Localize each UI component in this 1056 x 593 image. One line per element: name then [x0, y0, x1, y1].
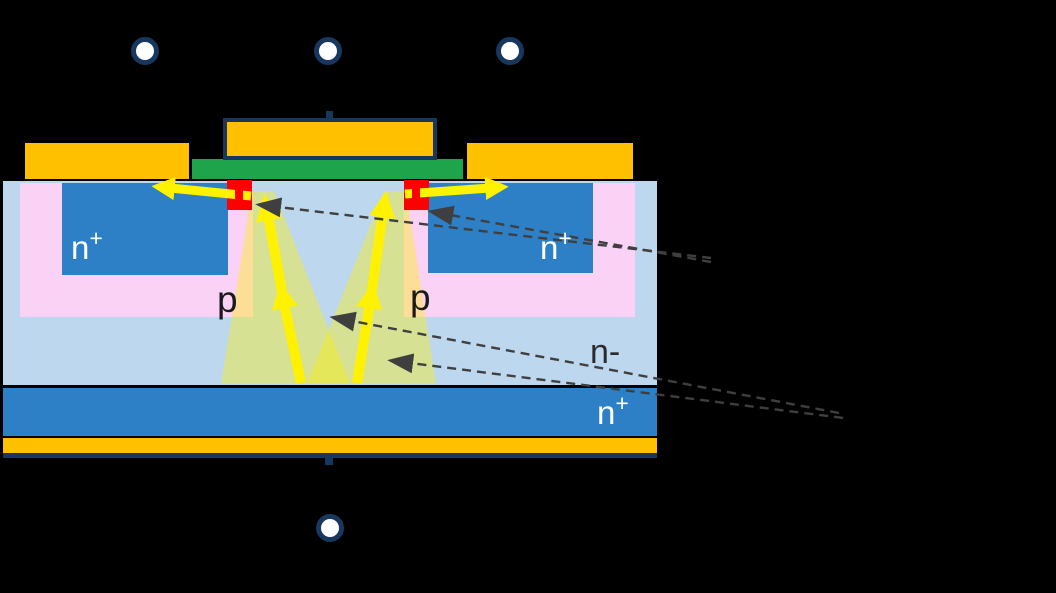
- terminal-dot-top-left: [131, 37, 159, 65]
- gate-lead-stub: [326, 111, 333, 120]
- label-p-well-right: p: [410, 277, 431, 318]
- drain-metal-edge: [3, 453, 657, 460]
- gate-oxide-layer: [192, 159, 463, 179]
- source-metal-left: [25, 143, 189, 179]
- dashed-pointer-hotspot-right: [427, 205, 712, 264]
- dashed-pointer-hotspot-left: [255, 197, 712, 260]
- label-n-plus-source-left: n+: [71, 225, 103, 266]
- source-metal-right: [467, 143, 633, 179]
- label-n-minus-drift: n-: [590, 333, 620, 371]
- hot-spot-bar-left: [235, 184, 243, 206]
- hot-spot-bar-right: [412, 184, 420, 206]
- dashed-pointer-cone-upper: [329, 311, 840, 415]
- gate-electrode: [223, 118, 437, 160]
- dashed-pointer-cone-lower: [387, 353, 844, 420]
- vertical-current-arrow-left: [256, 194, 306, 385]
- terminal-dot-top-right: [496, 37, 524, 65]
- terminal-dot-bottom: [316, 514, 344, 542]
- n-plus-source-left: [62, 183, 228, 275]
- drain-metal: [3, 436, 657, 453]
- vertical-current-arrow-right: [352, 191, 396, 384]
- drain-lead-stub: [325, 458, 333, 465]
- label-n-plus-source-right: n+: [540, 225, 572, 266]
- label-n-plus-substrate: n+: [597, 390, 629, 431]
- label-p-well-left: p: [217, 279, 238, 320]
- n-plus-substrate: [3, 385, 657, 436]
- terminal-dot-top-middle: [314, 37, 342, 65]
